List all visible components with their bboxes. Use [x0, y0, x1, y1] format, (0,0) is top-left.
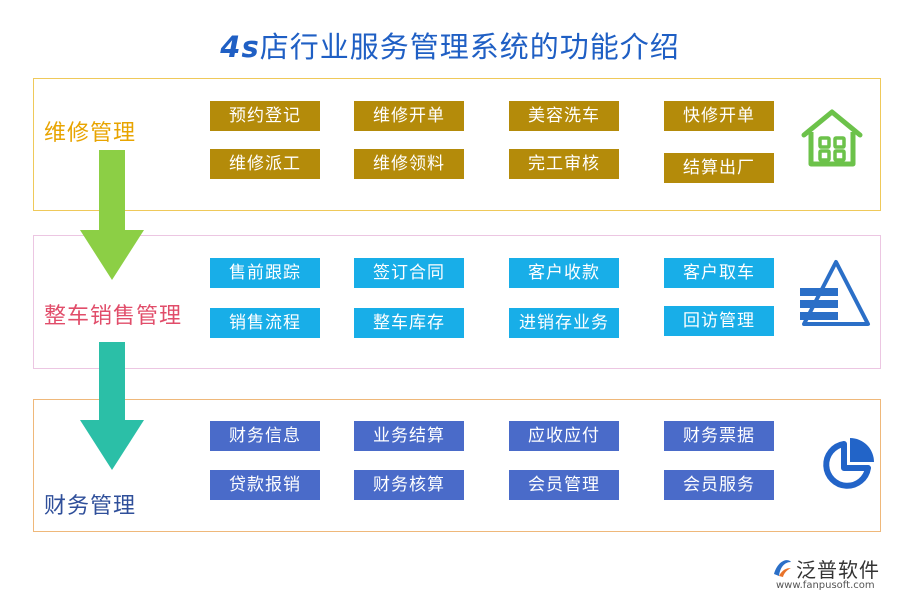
- function-button[interactable]: 维修开单: [354, 101, 464, 131]
- function-button[interactable]: 售前跟踪: [210, 258, 320, 288]
- logo-name: 泛普软件: [796, 558, 880, 582]
- function-button[interactable]: 维修领料: [354, 149, 464, 179]
- logo-icon: [774, 560, 791, 577]
- title-main: 店行业服务管理系统的功能介绍: [259, 30, 680, 64]
- pyramid-chart-icon: [800, 260, 870, 326]
- section-label-vehicle-sales: 整车销售管理: [44, 304, 183, 329]
- fanpusoft-logo: 泛普软件 www.fanpusoft.com: [768, 552, 893, 598]
- function-button[interactable]: 会员管理: [509, 470, 619, 500]
- logo-url: www.fanpusoft.com: [776, 580, 875, 591]
- function-button[interactable]: 应收应付: [509, 421, 619, 451]
- function-button[interactable]: 进销存业务: [509, 308, 619, 338]
- arrow-down-green: [80, 150, 144, 280]
- function-button[interactable]: 业务结算: [354, 421, 464, 451]
- house-grid-icon: [801, 109, 863, 167]
- function-button[interactable]: 客户收款: [509, 258, 619, 288]
- section-label-maintenance: 维修管理: [44, 121, 137, 146]
- function-button[interactable]: 结算出厂: [664, 153, 774, 183]
- page-title: 4s店行业服务管理系统的功能介绍: [0, 24, 900, 66]
- section-maintenance: 维修管理 预约登记 维修开单 美容洗车 快修开单 维修派工 维修领料 完工审核 …: [33, 78, 881, 211]
- function-button[interactable]: 签订合同: [354, 258, 464, 288]
- section-vehicle-sales: 整车销售管理 售前跟踪 签订合同 客户收款 客户取车 销售流程 整车库存 进销存…: [33, 235, 881, 369]
- function-button[interactable]: 回访管理: [664, 306, 774, 336]
- section-finance: 财务管理 财务信息 业务结算 应收应付 财务票据 贷款报销 财务核算 会员管理 …: [33, 399, 881, 532]
- function-button[interactable]: 销售流程: [210, 308, 320, 338]
- title-prefix: 4s: [220, 30, 260, 64]
- pie-chart-icon: [823, 438, 874, 489]
- function-button[interactable]: 完工审核: [509, 149, 619, 179]
- function-button[interactable]: 预约登记: [210, 101, 320, 131]
- function-button[interactable]: 会员服务: [664, 470, 774, 500]
- function-button[interactable]: 财务核算: [354, 470, 464, 500]
- section-label-finance: 财务管理: [44, 494, 137, 519]
- function-button[interactable]: 整车库存: [354, 308, 464, 338]
- function-button[interactable]: 维修派工: [210, 149, 320, 179]
- function-button[interactable]: 快修开单: [664, 101, 774, 131]
- function-button[interactable]: 财务票据: [664, 421, 774, 451]
- function-button[interactable]: 贷款报销: [210, 470, 320, 500]
- function-button[interactable]: 客户取车: [664, 258, 774, 288]
- function-button[interactable]: 美容洗车: [509, 101, 619, 131]
- function-button[interactable]: 财务信息: [210, 421, 320, 451]
- arrow-down-teal: [80, 342, 144, 470]
